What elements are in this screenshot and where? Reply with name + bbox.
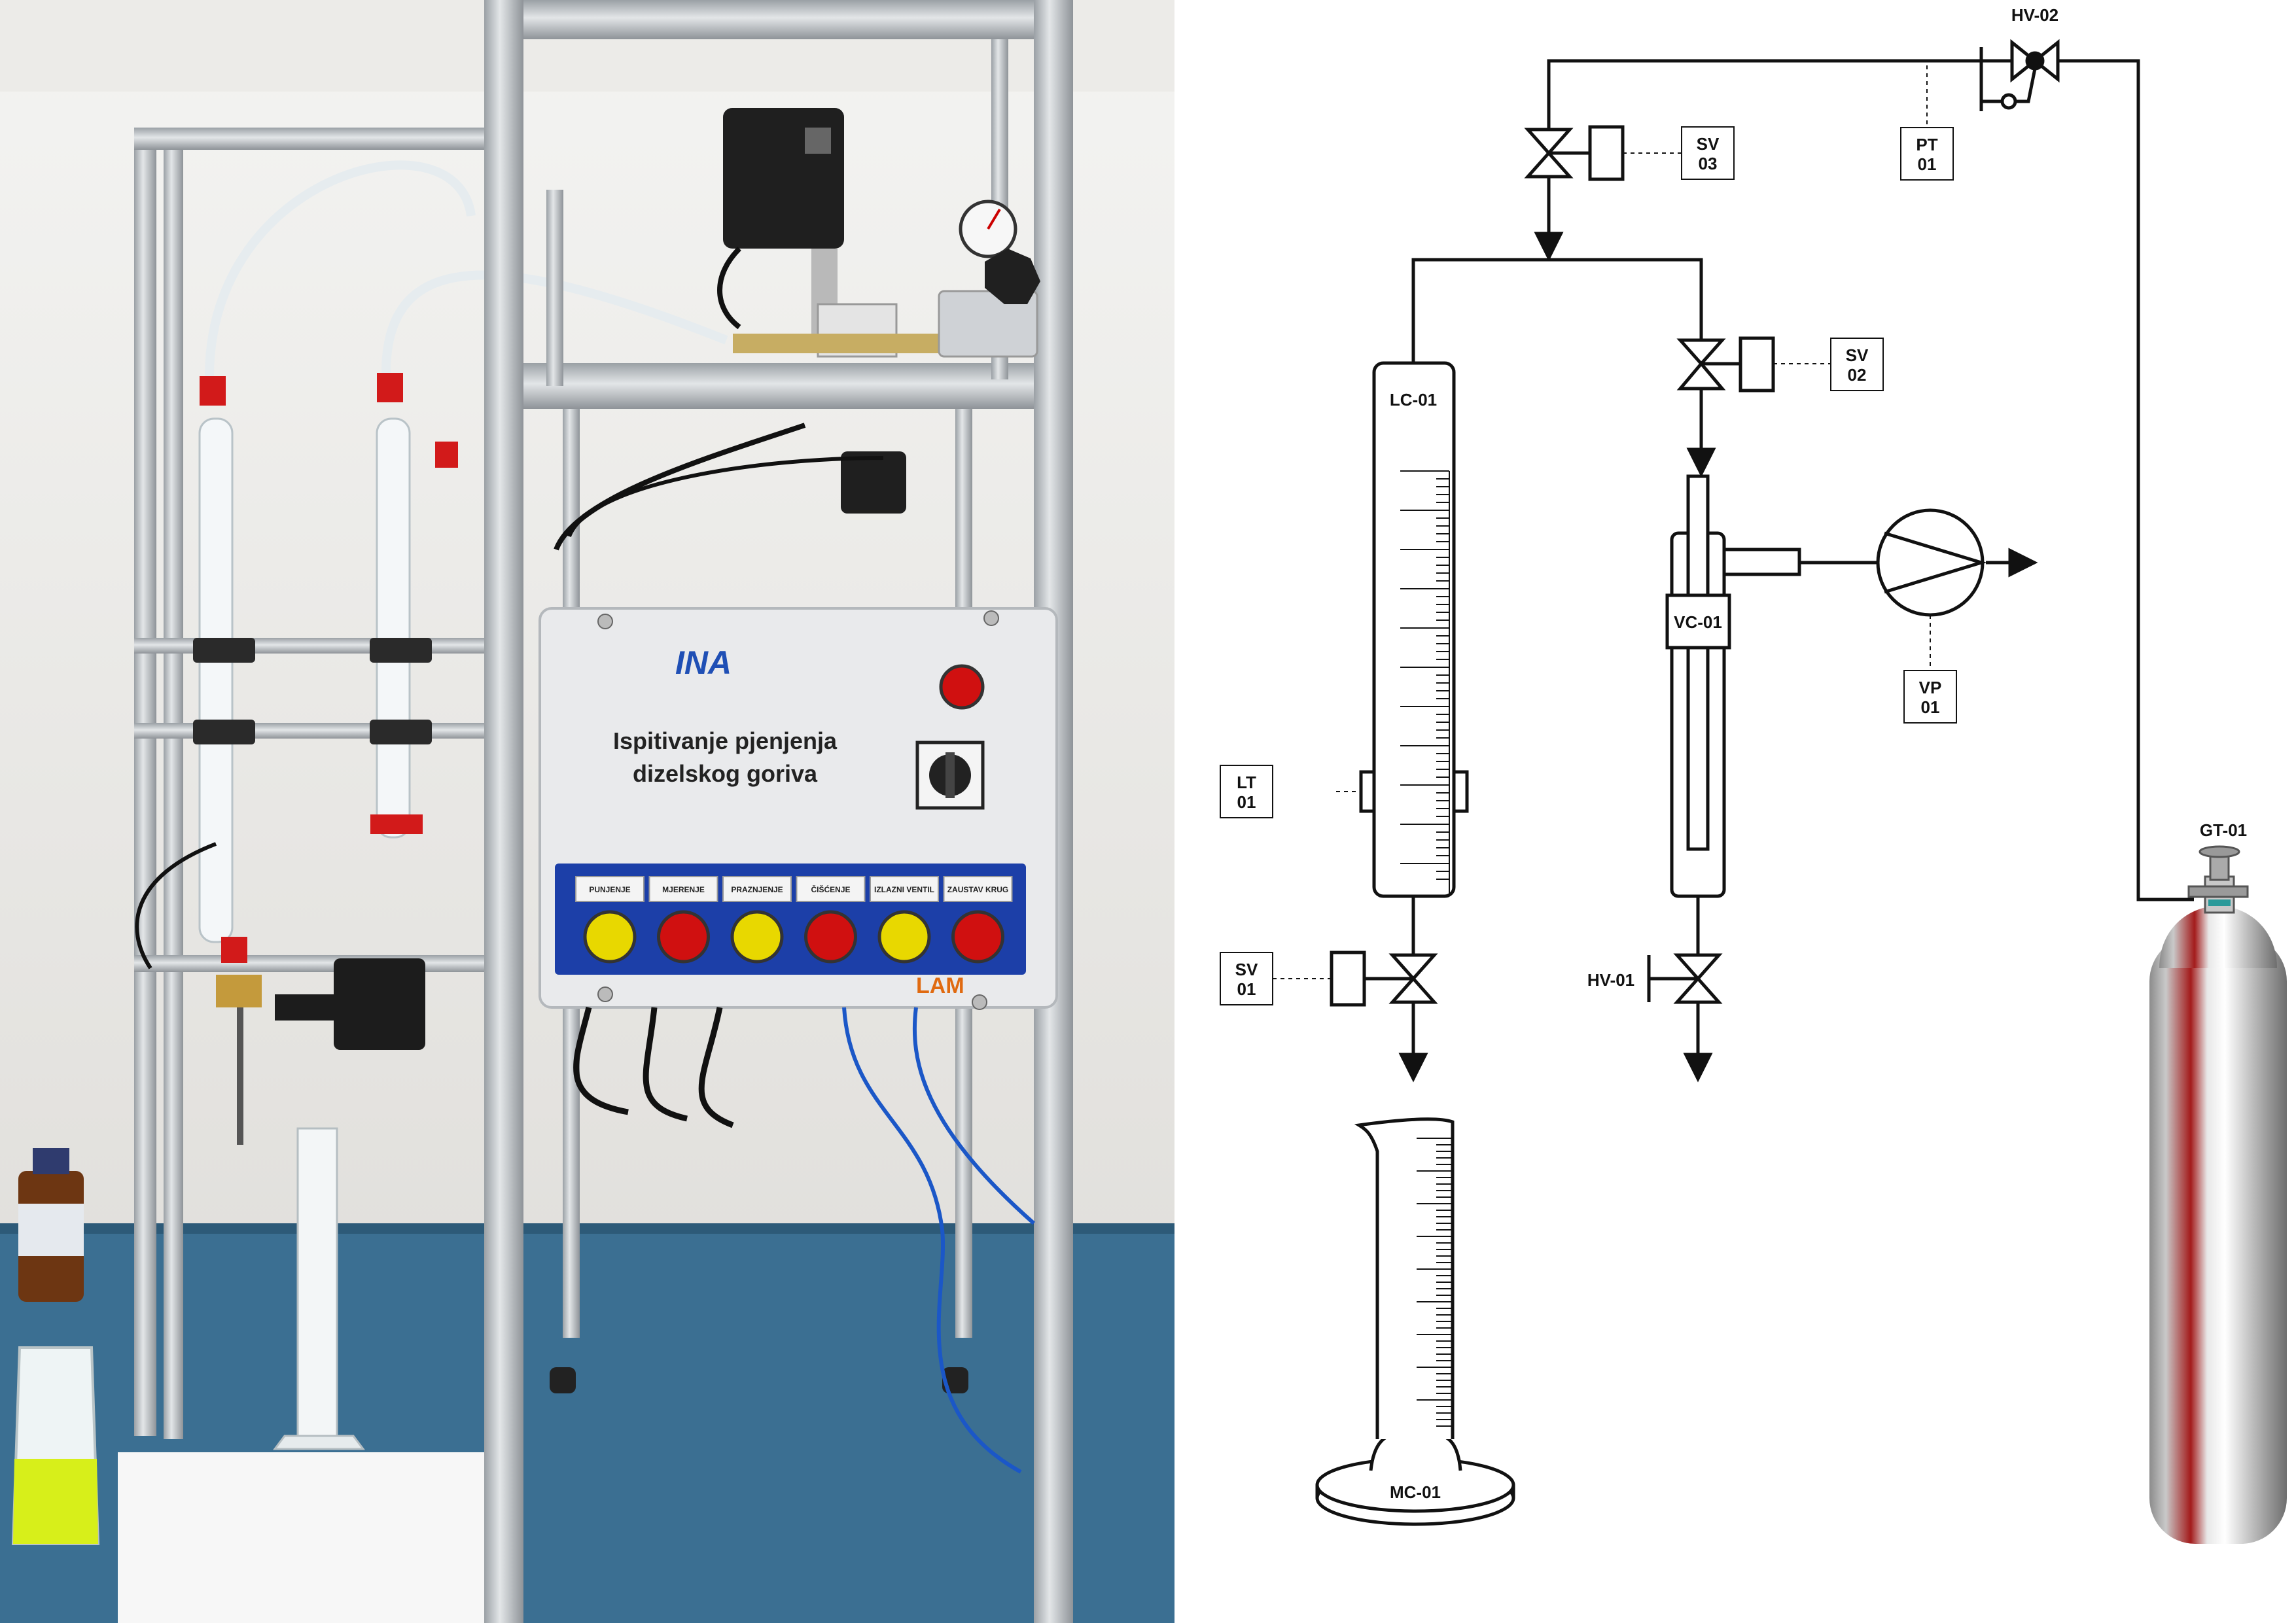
- panel-push-button[interactable]: [657, 910, 710, 964]
- sv03-tag-line1: SV: [1697, 134, 1720, 154]
- panel-push-button[interactable]: [583, 910, 637, 964]
- hv01-valve: [1647, 953, 1723, 1004]
- panel-push-button[interactable]: [951, 910, 1004, 964]
- emergency-stop-button[interactable]: [939, 664, 985, 710]
- vp01-tag-line2: 01: [1921, 697, 1940, 717]
- vc01-label: VC-01: [1674, 612, 1722, 632]
- sv02-tag: [1830, 338, 1884, 391]
- vp01-pump: [1876, 508, 1987, 671]
- sv02-tag-line2: 02: [1848, 365, 1867, 385]
- lt01-tag: [1220, 765, 1273, 818]
- panel-push-button[interactable]: [877, 910, 931, 964]
- vp01-tag-line1: VP: [1919, 678, 1942, 697]
- panel-buttons: PUNJENJE MJERENJE PRAZNJENJE ČIŠĆENJE IZLAZN…: [575, 876, 1013, 964]
- beaker: [11, 1346, 100, 1545]
- top-components: [554, 108, 1040, 551]
- sv02-tag-line1: SV: [1846, 345, 1869, 365]
- panel-button-label: PRAZNJENJE: [731, 885, 783, 894]
- vc01-vessel: [1665, 474, 1801, 898]
- lc01-column: [1336, 361, 1469, 898]
- panel-button-label-box: [943, 876, 1013, 902]
- sv01-valve: [1273, 951, 1438, 1007]
- panel-button-label-box: [722, 876, 792, 902]
- mc01-scale: [1417, 1138, 1453, 1427]
- panel-title-line2: dizelskog goriva: [633, 760, 818, 787]
- sv01-tag: [1220, 952, 1273, 1005]
- panel-title-line1: Ispitivanje pjenjenja: [613, 727, 838, 754]
- panel-button-label: ZAUSTAV KRUG: [947, 885, 1009, 894]
- lc01-label: LC-01: [1390, 390, 1437, 410]
- panel-brand: INA: [675, 644, 732, 681]
- sv03-tag-line2: 03: [1699, 154, 1718, 173]
- hv02-valve: [1979, 39, 2060, 111]
- panel-button-label: MJERENJE: [662, 885, 705, 894]
- lower-solenoid: [135, 842, 425, 1145]
- panel-button-label-box: [575, 876, 645, 902]
- gt01-label: GT-01: [2200, 820, 2247, 840]
- gas-supply-line: [1547, 59, 2194, 901]
- header-line: [1411, 258, 1703, 363]
- sv03-tag: [1681, 126, 1735, 180]
- sv03-valve: [1524, 125, 1682, 181]
- vp01-tag: [1903, 670, 1957, 724]
- bench-edge: [0, 1223, 1174, 1234]
- hv01-label: HV-01: [1587, 970, 1634, 990]
- gt01-gas-cylinder: [2149, 845, 2287, 1544]
- lam-logo: LAM: [916, 973, 964, 998]
- left-frame: [134, 128, 487, 1439]
- control-panel: INA Ispitivanje pjenjenja dizelskog gori…: [539, 607, 1058, 1474]
- panel-button-label-box: [870, 876, 939, 902]
- pt01-tag: [1900, 127, 1954, 181]
- paper-towels: [118, 1452, 484, 1623]
- sv01-tag-line2: 01: [1237, 979, 1256, 999]
- mc01-measuring-cylinder: [1315, 1117, 1515, 1526]
- panel-button-label: IZLAZNI VENTIL: [874, 885, 934, 894]
- panel-button-label: PUNJENJE: [589, 885, 630, 894]
- panel-button-label-box: [796, 876, 866, 902]
- pt01-tag-line1: PT: [1916, 135, 1937, 154]
- pt01-tag-line2: 01: [1918, 154, 1937, 174]
- mc01-label: MC-01: [1390, 1482, 1441, 1502]
- reagent-bottle: [18, 1148, 84, 1302]
- sv02-valve: [1676, 336, 1831, 393]
- lt01-tag-line1: LT: [1237, 773, 1256, 792]
- panel-button-label-box: [648, 876, 718, 902]
- graduated-cylinder-photo: [273, 1127, 365, 1450]
- pid-diagram: HV-02 PT 01 SV 03 SV 02: [1220, 5, 2287, 1544]
- hv02-label: HV-02: [2011, 5, 2058, 25]
- panel-push-button[interactable]: [804, 910, 857, 964]
- glass-columns: [193, 160, 728, 963]
- lc01-scale: [1400, 470, 1449, 880]
- panel-push-button[interactable]: [730, 910, 784, 964]
- lt01-tag-line2: 01: [1237, 792, 1256, 812]
- panel-button-label: ČIŠĆENJE: [811, 884, 850, 894]
- sv01-tag-line1: SV: [1235, 960, 1258, 979]
- lab-photo: INA Ispitivanje pjenjenja dizelskog gori…: [0, 0, 1174, 1623]
